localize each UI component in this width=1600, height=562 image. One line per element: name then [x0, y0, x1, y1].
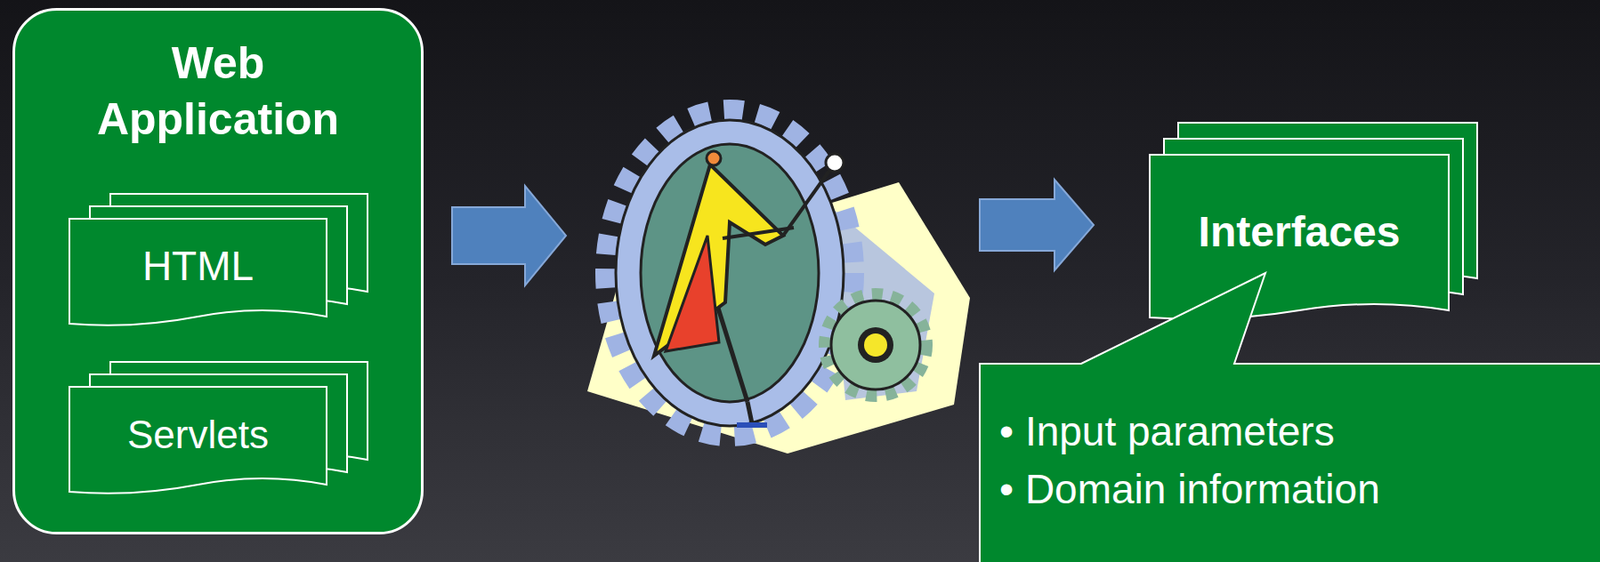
small-gear-hub: [857, 327, 894, 364]
small-gear-center: [864, 333, 888, 357]
document-page: [69, 387, 327, 494]
document-page: [69, 218, 327, 326]
callout-node: • Input parameters• Domain information: [979, 273, 1600, 562]
gear-teeth: [605, 109, 855, 437]
document-node: Servlets: [69, 362, 368, 496]
callout-bullet: • Input parameters: [999, 403, 1381, 461]
antenna-knob: [825, 153, 844, 172]
document-label: HTML: [142, 242, 254, 291]
callout-box: [979, 273, 1600, 562]
figure-body: [654, 164, 784, 356]
document-label-box: HTML: [69, 218, 327, 316]
document-page: [1149, 154, 1449, 320]
application-panel: [14, 9, 423, 534]
figure-head: [706, 151, 721, 166]
small-gear-teeth: [824, 294, 927, 396]
figure-leg: [747, 402, 752, 424]
figure-cape: [665, 235, 720, 352]
panel-title: Web Application: [71, 35, 365, 148]
figure-leg: [716, 302, 748, 403]
callout-bullet: • Domain information: [999, 460, 1381, 519]
document-label-box: Interfaces: [1149, 154, 1449, 309]
figure-foot: [736, 422, 768, 429]
callout-text: • Input parameters• Domain information: [999, 403, 1381, 519]
block-arrow: [979, 179, 1094, 271]
document-label: Interfaces: [1198, 206, 1401, 259]
small-gear: [831, 300, 921, 390]
figure-antenna: [783, 170, 830, 236]
block-arrow: [452, 185, 566, 286]
document-label: Servlets: [127, 412, 269, 460]
document-node: Interfaces: [1149, 122, 1478, 322]
application-panel-node: Web ApplicationHTML Servlets: [12, 8, 424, 535]
document-label-box: Servlets: [69, 387, 327, 484]
gear-ring: [615, 120, 844, 427]
gear-core: [640, 144, 819, 403]
document-node: HTML: [69, 193, 368, 328]
